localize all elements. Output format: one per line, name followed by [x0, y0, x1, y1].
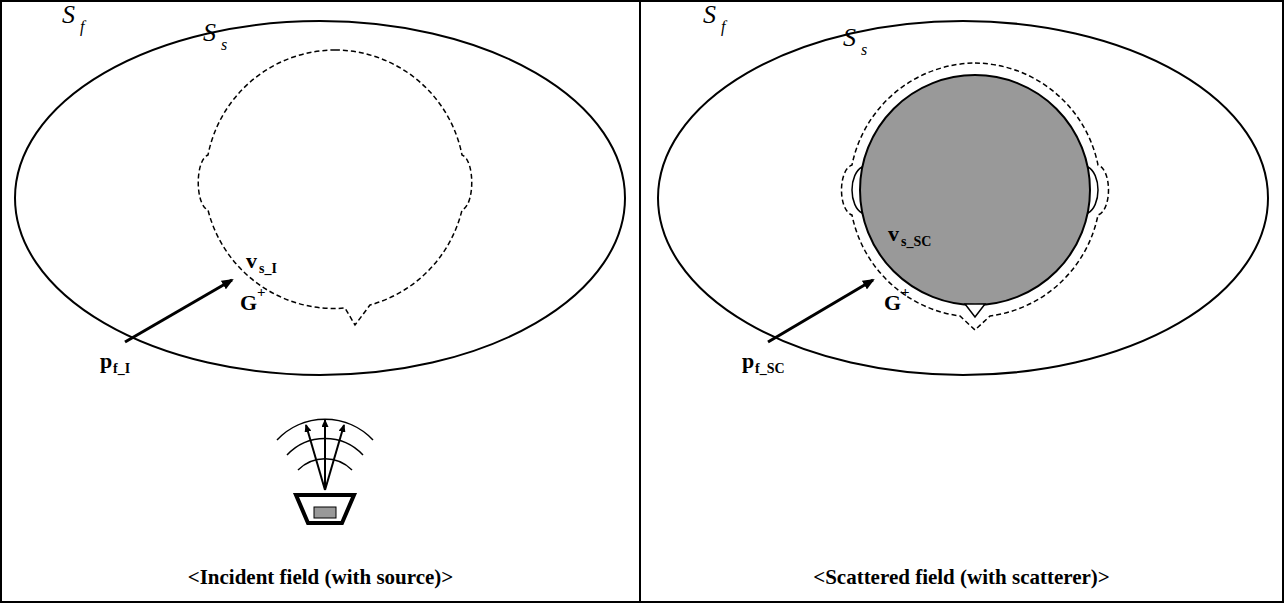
source-surface	[842, 63, 1109, 330]
propagator-arrow	[768, 280, 873, 342]
figure-panel: <Scattered field (with scatterer)>	[639, 0, 1284, 603]
surface-symbol: S	[62, 2, 75, 28]
surface-symbol: S	[843, 25, 856, 51]
symbol-superscript: +	[901, 285, 910, 300]
symbol-subscript: s	[861, 42, 867, 58]
symbol-subscript: s_I	[259, 262, 277, 276]
panel-caption: <Scattered field (with scatterer)>	[641, 565, 1282, 590]
symbol-superscript: +	[257, 285, 266, 300]
surface-symbol: S	[203, 20, 216, 46]
symbol-subscript: f_I	[113, 362, 130, 376]
propagator-arrow	[125, 280, 232, 342]
symbol-subscript: s	[221, 37, 227, 53]
symbol-subscript: f_SC	[755, 362, 785, 376]
panel-caption: <Incident field (with source)>	[2, 565, 639, 590]
pressure-symbol: p	[742, 350, 754, 372]
pressure-symbol: p	[100, 350, 112, 372]
loudspeaker	[277, 419, 373, 523]
scatterer-head	[852, 75, 1098, 317]
green-function-symbol: G	[240, 292, 257, 314]
symbol-subscript: f	[80, 19, 84, 35]
symbol-subscript: s_SC	[901, 235, 931, 249]
green-function-symbol: G	[884, 292, 901, 314]
figure-panel: <Incident field (with source)>	[0, 0, 641, 603]
field-surface	[658, 21, 1268, 375]
velocity-symbol: v	[888, 223, 899, 245]
surface-symbol: S	[703, 2, 716, 28]
velocity-symbol: v	[246, 250, 257, 272]
symbol-subscript: f	[721, 19, 725, 35]
field-surface	[15, 21, 625, 375]
source-surface	[198, 50, 472, 325]
